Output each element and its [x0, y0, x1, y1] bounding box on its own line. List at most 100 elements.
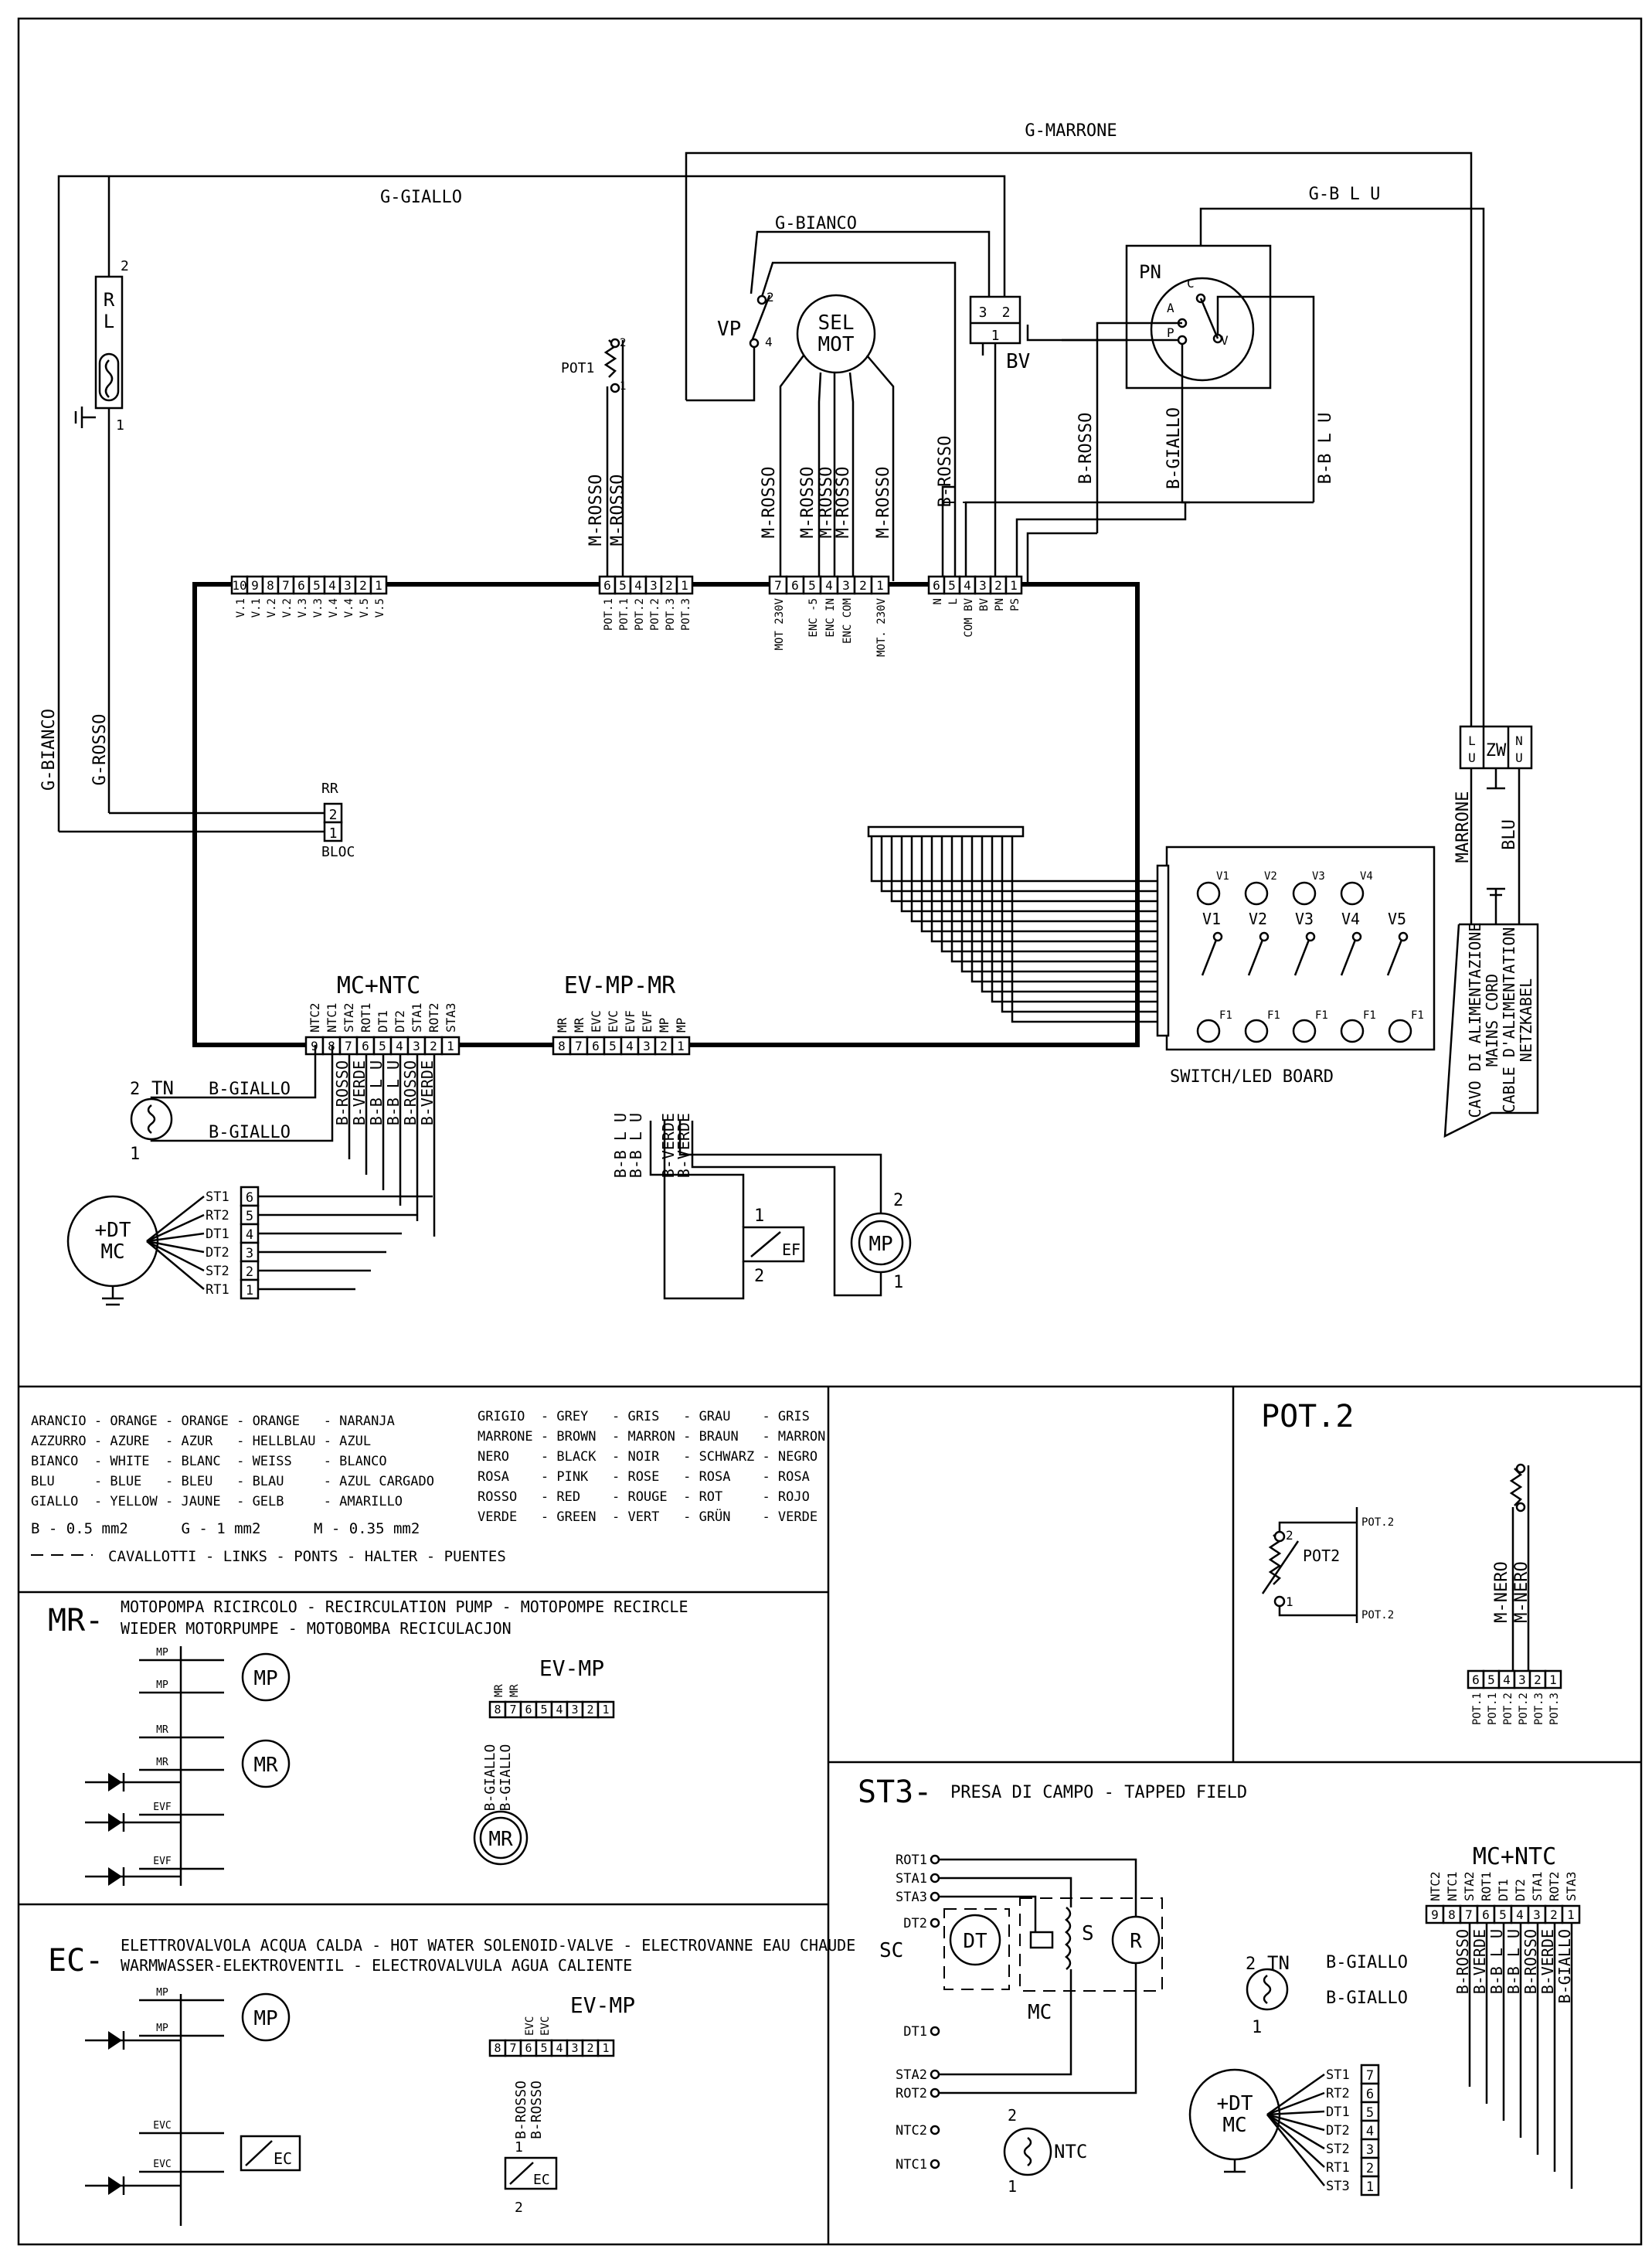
st3-mc-ntc: MC+NTC TN 2 1 B-GIALLO B-GIALLO +DT MC 9…	[1188, 1843, 1581, 2196]
label-blu-mains: BLU	[1500, 819, 1519, 850]
pot-conn-label: POT.3	[665, 598, 677, 631]
mr-conn-label: MR	[508, 1684, 521, 1697]
svg-text:2: 2	[1286, 1528, 1293, 1543]
wire-g-bianco-top: G-BIANCO	[750, 214, 991, 297]
st3-mc-conn-pin: 2	[1550, 1907, 1558, 1922]
sheet-frame	[17, 17, 1643, 2246]
wire-b-giallo-pn	[1015, 502, 1187, 584]
ec-valve-label: EC	[274, 2149, 292, 2168]
connector-v: 10V.19V.18V.27V.26V.35V.34V.43V.42V.51V.…	[230, 575, 388, 618]
v-conn-pin: 4	[328, 578, 336, 593]
ec-valve-slash	[245, 2140, 273, 2166]
st3-dt-fan	[1266, 2113, 1325, 2132]
pot2-conn-cell	[1544, 1669, 1562, 1689]
ev-wire-1: B-B L U	[611, 1113, 630, 1178]
mr-mr-label: MR	[253, 1754, 278, 1777]
led-v-label: V1	[1216, 870, 1229, 883]
mr-pin-label: MR	[156, 1724, 168, 1736]
svg-text:NTC: NTC	[1054, 2141, 1087, 2162]
svg-text:WARMWASSER-ELEKTROVENTIL - ELE: WARMWASSER-ELEKTROVENTIL - ELECTROVALVUL…	[121, 1956, 632, 1975]
ev-wire-2: B-B L U	[627, 1113, 645, 1178]
pot2-conn-pin: 6	[1472, 1672, 1480, 1687]
st3-sta2-wire	[939, 1969, 1072, 2076]
svg-text:PN: PN	[1139, 261, 1161, 283]
dt-pin: 6	[246, 1190, 253, 1206]
pot2-conn-pin: 4	[1503, 1672, 1511, 1687]
svg-text:CAVALLOTTI - LINKS - PONTS - H: CAVALLOTTI - LINKS - PONTS - HALTER - PU…	[108, 1548, 506, 1565]
svg-text:P: P	[1167, 325, 1174, 340]
switch-contact	[1259, 931, 1270, 942]
svg-text:ZW: ZW	[1486, 741, 1507, 761]
ev-conn-label: EVC	[606, 1010, 620, 1033]
n-conn-pin: 6	[933, 578, 940, 593]
mr-conn-pin: 4	[556, 1703, 563, 1717]
ev-conn-label: EVF	[640, 1010, 654, 1033]
wire-g-marrone: G-MARRONE	[685, 121, 1473, 726]
mr-mp-icon	[241, 1652, 291, 1702]
ev-conn-cell	[671, 1036, 691, 1056]
v-conn-label: V.2	[281, 598, 294, 618]
mr-wire-label: B-GIALLO	[498, 1744, 514, 1812]
ev-conn-label: MP	[657, 1018, 671, 1033]
label-b-giallo-tn-1: B-GIALLO	[209, 1080, 291, 1099]
svg-text:V: V	[1221, 333, 1229, 348]
svg-text:WIEDER MOTORPUMPE - MOTOBOMBA: WIEDER MOTORPUMPE - MOTOBOMBA RECICULACJ…	[121, 1619, 512, 1638]
svg-text:MAINS CORD: MAINS CORD	[1483, 974, 1501, 1067]
st3-dt-pin: 1	[1366, 2179, 1374, 2195]
ev-wire-4: B-VERDE	[675, 1113, 693, 1178]
ribbon-wire	[940, 836, 1157, 953]
svg-text:TN: TN	[151, 1077, 174, 1099]
pot2-conn-label: POT.1	[1487, 1693, 1499, 1725]
ev-conn-label: MP	[674, 1018, 688, 1033]
st3-mc-conn-pin: 3	[1533, 1907, 1541, 1922]
svg-text:2: 2	[1002, 305, 1011, 321]
v-conn-pin: 2	[359, 578, 367, 593]
svg-text:M-NERO: M-NERO	[1512, 1561, 1531, 1622]
svg-text:1: 1	[1252, 2018, 1262, 2037]
st3-mc-conn-label: DT1	[1496, 1879, 1511, 1901]
ev-conn-pin: 5	[609, 1039, 617, 1053]
svg-text:1: 1	[991, 328, 1000, 344]
svg-text:S: S	[1082, 1922, 1094, 1945]
ec-conn-pin: 2	[586, 2041, 593, 2055]
st3-pin-label: NTC1	[896, 2157, 927, 2173]
svg-text:SEL: SEL	[818, 311, 855, 335]
svg-text:ARANCIO - ORANGE - ORANGE - OR: ARANCIO - ORANGE - ORANGE - ORANGE - NAR…	[31, 1414, 395, 1429]
st3-mc-conn-pin: 1	[1567, 1907, 1575, 1922]
switch-contact	[1212, 931, 1223, 942]
pot-conn-pin: 6	[603, 578, 611, 593]
svg-text:2: 2	[1246, 1955, 1256, 1974]
wire-b-blu-pn	[964, 501, 1314, 584]
svg-text:1: 1	[116, 417, 124, 434]
mc-conn-pin: 7	[345, 1039, 352, 1053]
mot-conn-label: ENC IN	[824, 598, 837, 638]
mot-conn-pin: 7	[774, 578, 782, 593]
st3-dt-fan	[1266, 2113, 1325, 2150]
mr-conn-pin: 6	[525, 1703, 532, 1717]
mc-conn-label: ROT1	[359, 1002, 373, 1033]
pot2-conn-label: POT.3	[1548, 1693, 1561, 1725]
st3-mc-conn-label: NTC1	[1445, 1871, 1460, 1901]
mot-conn-pin: 1	[876, 578, 884, 593]
svg-text:GIALLO - YELLOW - JAUNE - GE: GIALLO - YELLOW - JAUNE - GELB - AMARILL…	[31, 1494, 403, 1509]
mr-pin-label: EVF	[153, 1802, 172, 1813]
mc-conn-label: NTC2	[308, 1002, 322, 1033]
mot-conn-pin: 2	[859, 578, 867, 593]
ec-coil-label: EC	[533, 2172, 550, 2188]
svg-text:G-B L U: G-B L U	[1309, 185, 1381, 204]
ec-conn-pin: 8	[494, 2041, 501, 2055]
svg-text:C: C	[1187, 276, 1195, 291]
switch-label: V3	[1295, 910, 1314, 928]
mr-conn-pin: 3	[571, 1703, 578, 1717]
st3-mc-wire-label: B-B L U	[1504, 1929, 1523, 1994]
mc-wire-label: B-VERDE	[350, 1060, 369, 1125]
st3-pin-terminal	[930, 1917, 940, 1928]
st3-dt-label: DT1	[1326, 2105, 1350, 2120]
svg-text:2: 2	[130, 1080, 140, 1099]
switch-label: V1	[1202, 910, 1221, 928]
ec-coil-pin1: 1	[515, 2139, 523, 2156]
n-conn-pin: 5	[948, 578, 956, 593]
mc-conn-label: NTC1	[325, 1002, 339, 1033]
label-b-blu-pn: B-B L U	[1316, 413, 1335, 485]
